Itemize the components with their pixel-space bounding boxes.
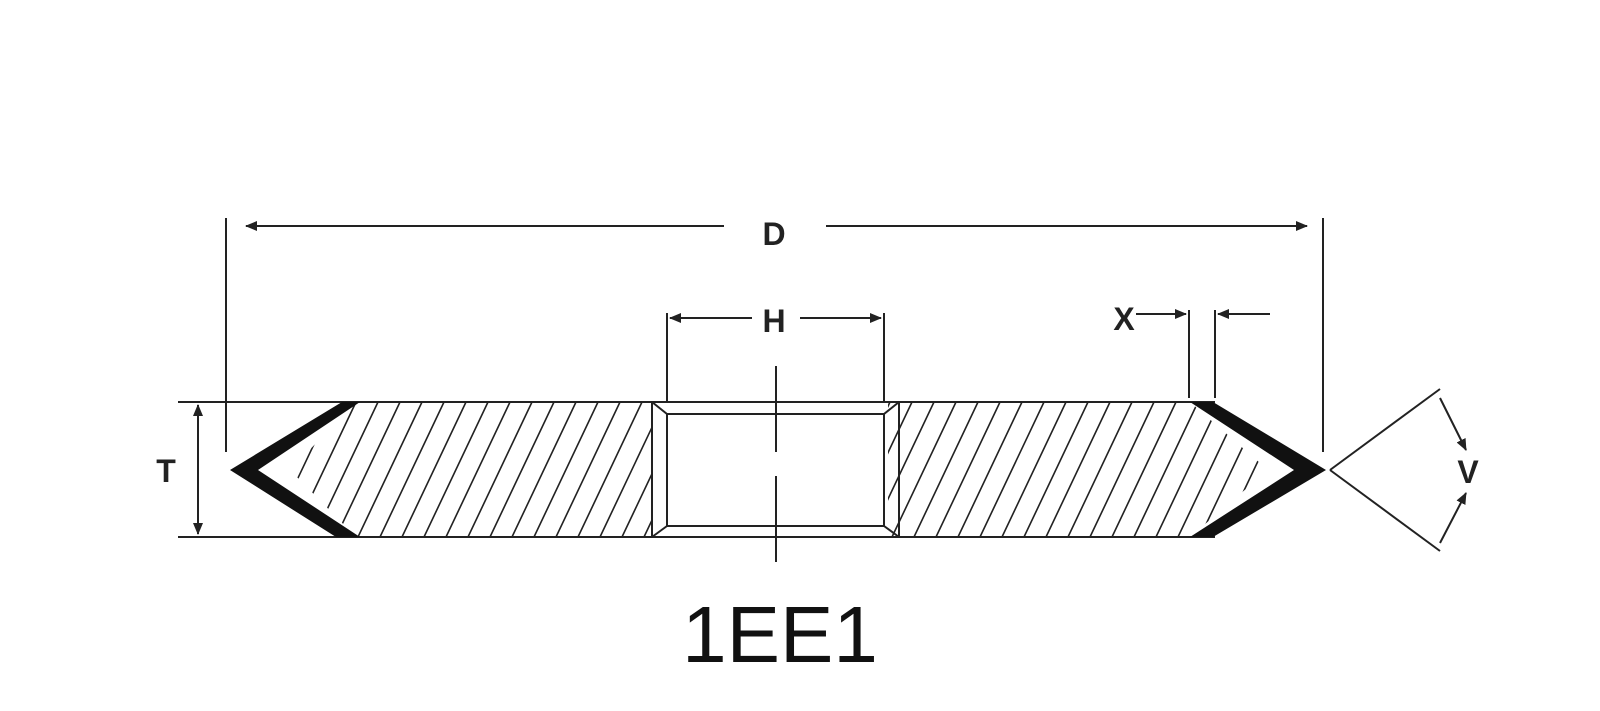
hatch-line	[379, 402, 445, 537]
rim-width-dimension: X	[1113, 301, 1270, 337]
angle-dimension: V	[1329, 388, 1479, 552]
model-name: 1EE1	[682, 590, 878, 679]
extension-lines	[178, 218, 1324, 538]
diameter-label: D	[762, 216, 785, 252]
hatch-line	[913, 402, 979, 537]
hatch-line	[1045, 402, 1111, 537]
hatch-line	[357, 402, 423, 537]
hatch-line	[979, 402, 1045, 537]
hatch-line	[1001, 402, 1067, 537]
right-abrasive-edge	[1190, 402, 1326, 537]
hatch-line	[1023, 402, 1089, 537]
hatch-line	[1089, 402, 1155, 537]
thickness-label: T	[156, 453, 176, 489]
hatch-line	[511, 402, 577, 537]
hatch-line	[555, 402, 621, 537]
hatch-line	[599, 402, 652, 537]
rim-width-label: X	[1113, 301, 1135, 337]
hatch-line	[935, 402, 1001, 537]
bore-label: H	[762, 303, 785, 339]
hatch-line	[335, 402, 401, 537]
right-hatching	[888, 402, 1268, 537]
thickness-dimension: T	[156, 404, 203, 535]
hatch-line	[621, 402, 652, 537]
hatch-line	[1133, 402, 1199, 537]
hatch-line	[1111, 402, 1177, 537]
hatch-line	[888, 402, 935, 537]
hatch-line	[888, 402, 913, 537]
hatch-line	[577, 402, 643, 537]
hatch-line	[467, 402, 533, 537]
hatch-line	[957, 402, 1023, 537]
hatch-line	[1067, 402, 1133, 537]
hatch-line	[891, 402, 957, 537]
hatch-line	[533, 402, 599, 537]
wheel-cross-section	[230, 366, 1326, 562]
left-abrasive-edge	[230, 402, 360, 537]
angle-label: V	[1457, 454, 1479, 490]
bore-dimension: H	[669, 303, 882, 339]
hatch-line	[489, 402, 555, 537]
hatch-line	[401, 402, 467, 537]
hatch-line	[445, 402, 511, 537]
diameter-dimension: D	[245, 216, 1308, 252]
left-hatching	[290, 402, 652, 537]
hatch-line	[423, 402, 489, 537]
hatch-line	[1155, 402, 1221, 537]
